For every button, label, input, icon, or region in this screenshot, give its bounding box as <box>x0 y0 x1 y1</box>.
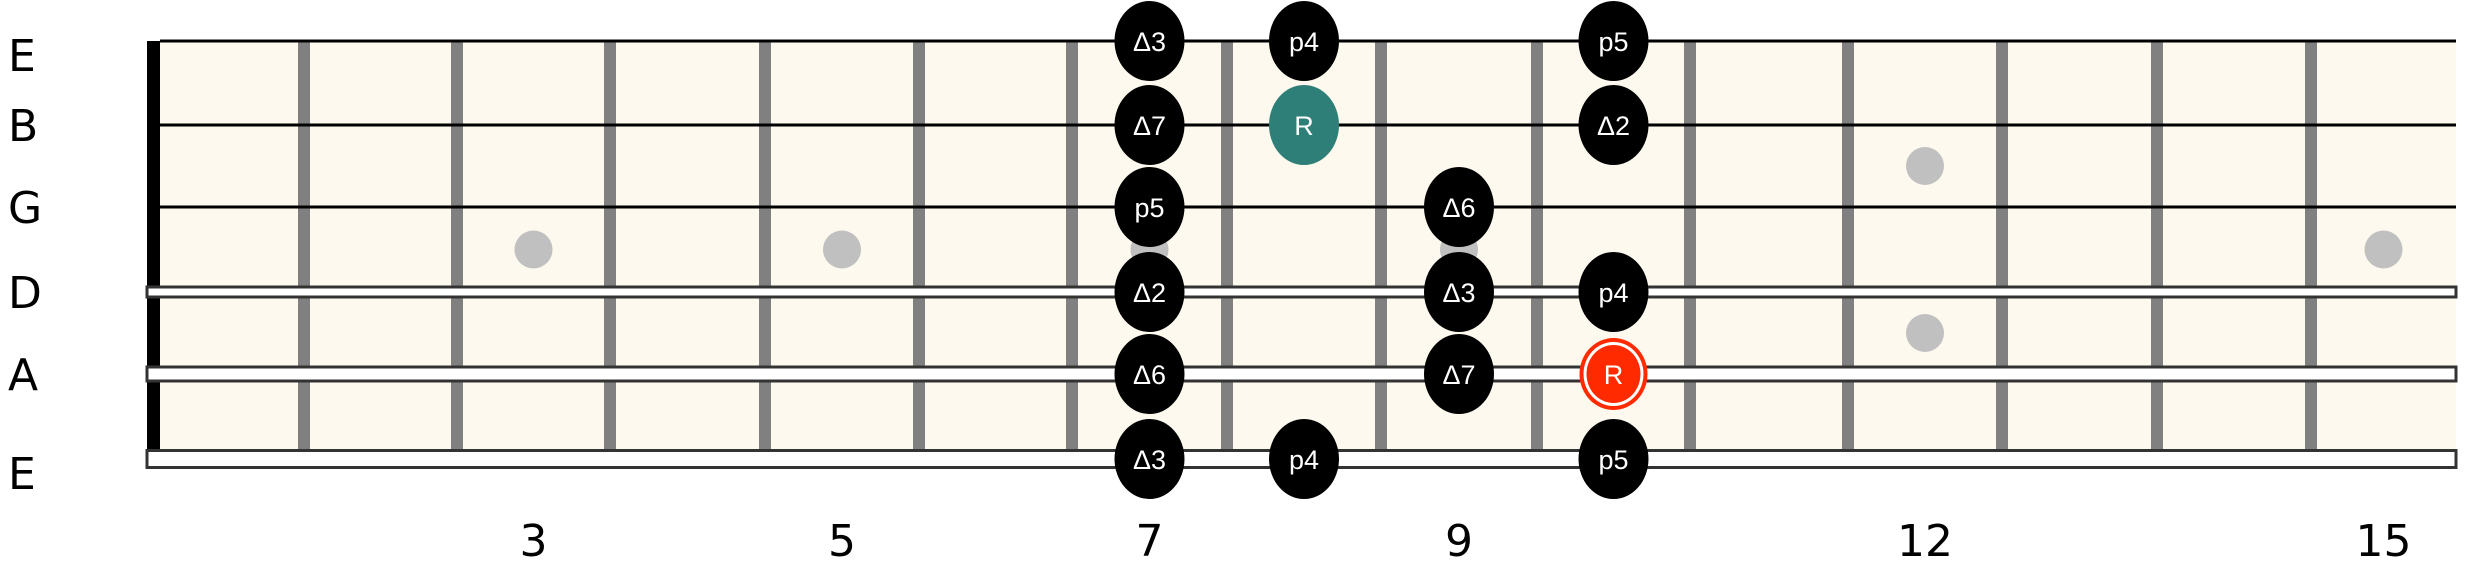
fret-wire <box>604 41 616 459</box>
degree-dot <box>1114 85 1185 165</box>
inlay-dot <box>2364 230 2403 269</box>
string-label: B <box>8 101 38 152</box>
string-label: D <box>8 268 42 319</box>
fret-wire <box>2305 41 2317 459</box>
note-marker: Δ3 <box>1114 1 1185 81</box>
degree-dot <box>1114 334 1185 414</box>
fret-number: 15 <box>2356 516 2412 567</box>
degree-dot <box>1578 85 1649 165</box>
inlay-dot <box>1906 147 1944 185</box>
note-marker: Δ2 <box>1114 252 1185 332</box>
degree-dot <box>1424 252 1494 332</box>
note-marker: R <box>1269 85 1339 165</box>
degree-dot <box>1578 419 1649 499</box>
fret-number: 12 <box>1897 516 1953 567</box>
fret-wire <box>451 41 463 459</box>
degree-dot <box>1424 167 1494 247</box>
note-marker: p4 <box>1578 252 1649 332</box>
note-label: p4 <box>1598 278 1628 308</box>
fret-wire <box>1842 41 1854 459</box>
note-label: Δ6 <box>1442 193 1475 223</box>
note-label: Δ3 <box>1133 445 1166 475</box>
note-marker: p5 <box>1578 1 1649 81</box>
fret-wire <box>298 41 310 459</box>
fret-wire <box>759 41 771 459</box>
note-label: p4 <box>1289 445 1319 475</box>
fret-wire <box>913 41 925 459</box>
degree-dot <box>1424 334 1494 414</box>
note-marker: Δ7 <box>1114 85 1185 165</box>
note-label: Δ2 <box>1133 278 1166 308</box>
wound-string <box>145 285 2458 299</box>
note-marker: Δ3 <box>1424 252 1494 332</box>
degree-dot <box>1114 419 1185 499</box>
degree-dot <box>1114 167 1185 247</box>
string-label: A <box>8 350 38 401</box>
note-marker: Δ6 <box>1114 334 1185 414</box>
degree-dot <box>1269 1 1339 81</box>
string-label: E <box>8 449 36 500</box>
note-marker: Δ2 <box>1578 85 1649 165</box>
fret-number: 9 <box>1445 516 1473 567</box>
degree-dot <box>1578 1 1649 81</box>
note-marker: p4 <box>1269 1 1339 81</box>
fret-wire <box>1996 41 2008 459</box>
fret-number: 3 <box>520 516 548 567</box>
fret-number: 5 <box>828 516 856 567</box>
fret-wire <box>2151 41 2163 459</box>
note-marker: R <box>1579 338 1648 410</box>
fret-wires <box>298 41 2317 459</box>
string-label: E <box>8 31 36 82</box>
fret-wire <box>1684 41 1696 459</box>
note-label: p5 <box>1598 445 1628 475</box>
fret-wire <box>1066 41 1078 459</box>
nut <box>147 41 160 459</box>
note-marker: p4 <box>1269 419 1339 499</box>
note-marker: Δ6 <box>1424 167 1494 247</box>
note-label: Δ3 <box>1133 27 1166 57</box>
note-marker: Δ7 <box>1424 334 1494 414</box>
note-label: p4 <box>1289 27 1319 57</box>
note-marker: Δ3 <box>1114 419 1185 499</box>
note-label: Δ7 <box>1442 360 1475 390</box>
fret-wire <box>1375 41 1387 459</box>
fret-wire <box>1531 41 1543 459</box>
note-label: Δ2 <box>1597 111 1630 141</box>
note-marker: p5 <box>1578 419 1649 499</box>
root-dot <box>1269 85 1339 165</box>
note-label: p5 <box>1598 27 1628 57</box>
degree-dot <box>1114 1 1185 81</box>
note-label: p5 <box>1134 193 1164 223</box>
inlay-dot <box>1906 314 1944 352</box>
fret-number: 7 <box>1136 516 1164 567</box>
string-label: G <box>8 183 42 234</box>
fret-wire <box>1221 41 1233 459</box>
root-dot <box>1586 345 1641 403</box>
inlay-dot <box>823 230 861 269</box>
inlay-dot <box>514 230 553 269</box>
degree-dot <box>1578 252 1649 332</box>
note-label: Δ3 <box>1442 278 1475 308</box>
degree-dot <box>1269 419 1339 499</box>
fret-numbers: 3 5 7 9 12 15 <box>520 516 2412 567</box>
note-label: R <box>1294 111 1314 141</box>
note-marker: p5 <box>1114 167 1185 247</box>
note-label: Δ6 <box>1133 360 1166 390</box>
degree-dot <box>1114 252 1185 332</box>
note-label: Δ7 <box>1133 111 1166 141</box>
note-label: R <box>1604 360 1624 390</box>
wound-string <box>145 365 2458 383</box>
